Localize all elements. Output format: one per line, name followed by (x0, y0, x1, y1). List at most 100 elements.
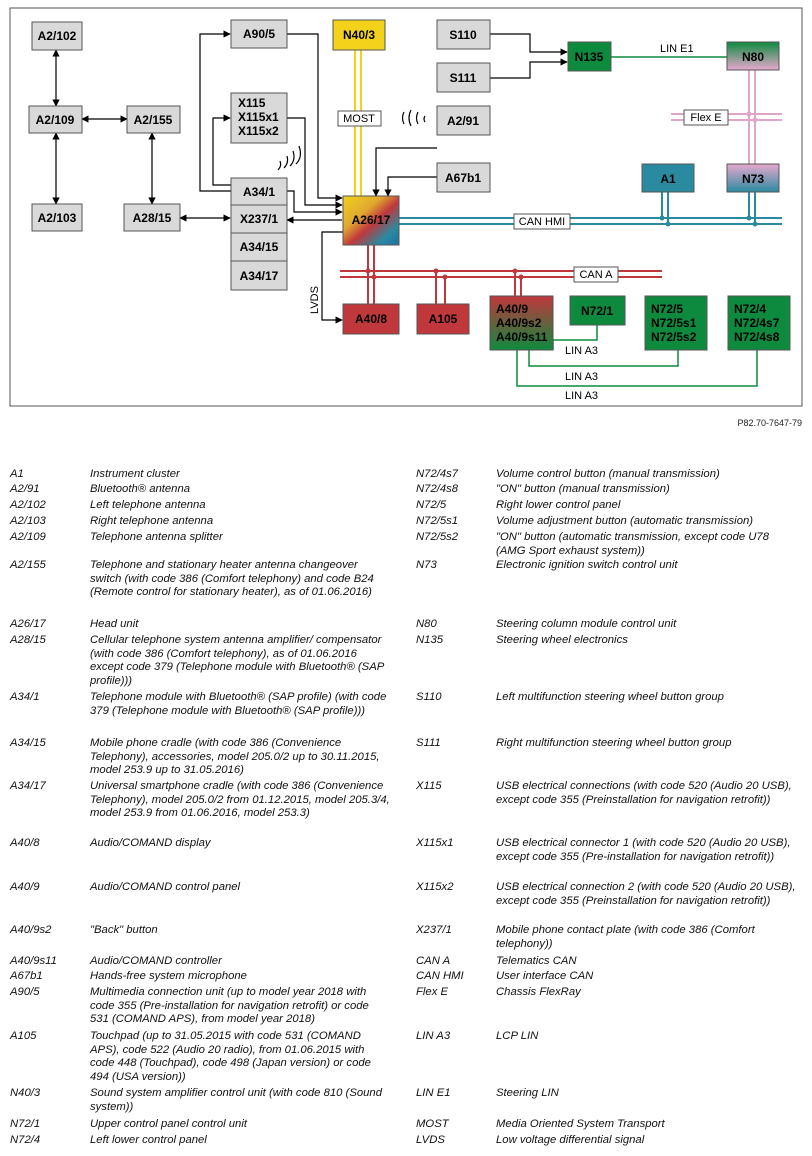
legend-code: CAN HMI (416, 970, 464, 982)
node-a34-17: A34/17 (230, 260, 288, 291)
legend-code: N72/4s8 (416, 483, 459, 495)
node-n135: N135 (567, 41, 612, 72)
svg-text:A28/15: A28/15 (133, 211, 172, 225)
node-a2-109: A2/109 (28, 105, 83, 134)
legend-code: X115 (416, 780, 442, 792)
svg-text:X115: X115 (238, 96, 266, 110)
legend-code: A2/155 (10, 559, 46, 571)
legend-description: Chassis FlexRay (496, 986, 581, 998)
svg-text:A40/8: A40/8 (355, 312, 387, 326)
legend-code: A26/17 (10, 618, 46, 630)
node-a2-102: A2/102 (31, 21, 83, 51)
label-flex-e: Flex E (683, 109, 729, 126)
legend-description: Hands-free system microphone (90, 970, 247, 982)
node-n73: N73 (726, 163, 780, 193)
legend-description: Telephone and stationary heater antenna … (90, 559, 374, 598)
node-n80: N80 (726, 41, 780, 71)
svg-text:N72/4: N72/4 (734, 302, 766, 316)
label-most: MOST (337, 110, 382, 127)
legend-description: Right multifunction steering wheel butto… (496, 737, 732, 749)
svg-text:N72/5s2: N72/5s2 (651, 330, 697, 344)
legend-description: "ON" button (manual transmission) (496, 483, 670, 495)
legend-code: Flex E (416, 986, 449, 998)
legend-description: Steering column module control unit (496, 618, 677, 630)
label-lin-a3-1: LIN A3 (565, 345, 598, 357)
legend-description: Audio/COMAND display (90, 837, 211, 849)
legend-description: Media Oriented System Transport (496, 1118, 665, 1130)
svg-text:A2/91: A2/91 (447, 114, 479, 128)
node-x115-group: X115 X115x1 X115x2 (230, 92, 288, 144)
legend-code: A34/15 (10, 737, 46, 749)
legend-code: N72/5 (416, 499, 447, 511)
legend-code: N72/1 (10, 1118, 41, 1130)
node-n40-3: N40/3 (332, 19, 386, 51)
svg-text:A40/9s2: A40/9s2 (496, 316, 542, 330)
legend-code: LIN E1 (416, 1087, 451, 1099)
legend-description: USB electrical connection 2 (with code 5… (496, 881, 796, 907)
legend-description: Right lower control panel (496, 499, 621, 511)
legend-description: USB electrical connector 1 (with code 52… (496, 837, 791, 863)
label-can-a: CAN A (573, 266, 619, 283)
legend-code: S110 (416, 691, 442, 703)
node-a34-1: A34/1 (230, 177, 288, 206)
node-a1: A1 (641, 163, 695, 193)
svg-text:N72/5s1: N72/5s1 (651, 316, 697, 330)
node-a90-5: A90/5 (230, 19, 288, 49)
svg-text:N80: N80 (742, 50, 764, 64)
svg-text:A34/17: A34/17 (240, 269, 279, 283)
legend-description: Mobile phone contact plate (with code 38… (496, 924, 755, 950)
legend-description: Touchpad (up to 31.05.2015 with code 531… (90, 1030, 371, 1083)
legend-description: Sound system amplifier control unit (wit… (90, 1087, 382, 1113)
svg-text:A34/15: A34/15 (240, 240, 279, 254)
label-lin-a3-2: LIN A3 (565, 371, 598, 383)
node-a28-15: A28/15 (123, 203, 181, 232)
legend-code: CAN A (416, 955, 451, 967)
svg-text:N73: N73 (742, 172, 764, 186)
legend-code: X115x2 (416, 881, 454, 893)
network-diagram: A2/102 A2/109 A2/103 A2/155 A28/15 A90/5… (9, 7, 803, 407)
node-a40-9-group: A40/9 A40/9s2 A40/9s11 (489, 295, 554, 351)
svg-text:N40/3: N40/3 (343, 28, 375, 42)
legend-description: Telephone antenna splitter (90, 531, 223, 543)
svg-text:N72/4s8: N72/4s8 (734, 330, 780, 344)
legend-code: N72/4 (10, 1134, 41, 1146)
legend-code: A34/1 (10, 691, 40, 703)
legend-code: A40/9s2 (10, 924, 52, 936)
node-s110: S110 (436, 19, 491, 50)
node-s111: S111 (436, 62, 491, 93)
label-can-hmi: CAN HMI (513, 213, 571, 230)
svg-text:Flex E: Flex E (690, 112, 721, 124)
legend-code: A40/9 (10, 881, 40, 893)
legend-description: Volume adjustment button (automatic tran… (496, 515, 754, 527)
figure-reference: P82.70-7647-79 (737, 418, 802, 428)
node-a2-155: A2/155 (126, 105, 181, 134)
svg-text:X115x1: X115x1 (238, 110, 279, 124)
legend-description: Multimedia connection unit (up to model … (90, 986, 369, 1025)
legend-description: Right telephone antenna (90, 515, 214, 527)
legend-description: Steering LIN (496, 1087, 559, 1099)
legend-code: X115x1 (416, 837, 454, 849)
legend-description: Left multifunction steering wheel button… (496, 691, 724, 703)
svg-text:S110: S110 (449, 28, 477, 42)
legend-description: Universal smartphone cradle (with code 3… (90, 780, 390, 819)
svg-text:N72/4s7: N72/4s7 (734, 316, 780, 330)
svg-text:X237/1: X237/1 (240, 212, 278, 226)
legend-code: A2/109 (10, 531, 46, 543)
legend-code: A2/91 (10, 483, 40, 495)
legend-description: Electronic ignition switch control unit (496, 559, 678, 571)
legend-description: Steering wheel electronics (496, 634, 628, 646)
can-hmi-bus (399, 191, 782, 225)
svg-text:CAN A: CAN A (579, 269, 613, 281)
legend-description: LCP LIN (496, 1030, 539, 1042)
node-a40-8: A40/8 (342, 303, 400, 335)
svg-text:A40/9s11: A40/9s11 (496, 330, 548, 344)
legend-description: Mobile phone cradle (with code 386 (Conv… (90, 737, 380, 776)
svg-text:S111: S111 (450, 71, 477, 85)
legend-code: N72/4s7 (416, 468, 459, 480)
legend-code: N40/3 (10, 1087, 41, 1099)
svg-text:N72/5: N72/5 (651, 302, 683, 316)
svg-text:A90/5: A90/5 (243, 27, 275, 41)
label-lvds: LVDS (309, 286, 321, 314)
legend-code: N73 (416, 559, 437, 571)
svg-text:A26/17: A26/17 (352, 213, 391, 227)
